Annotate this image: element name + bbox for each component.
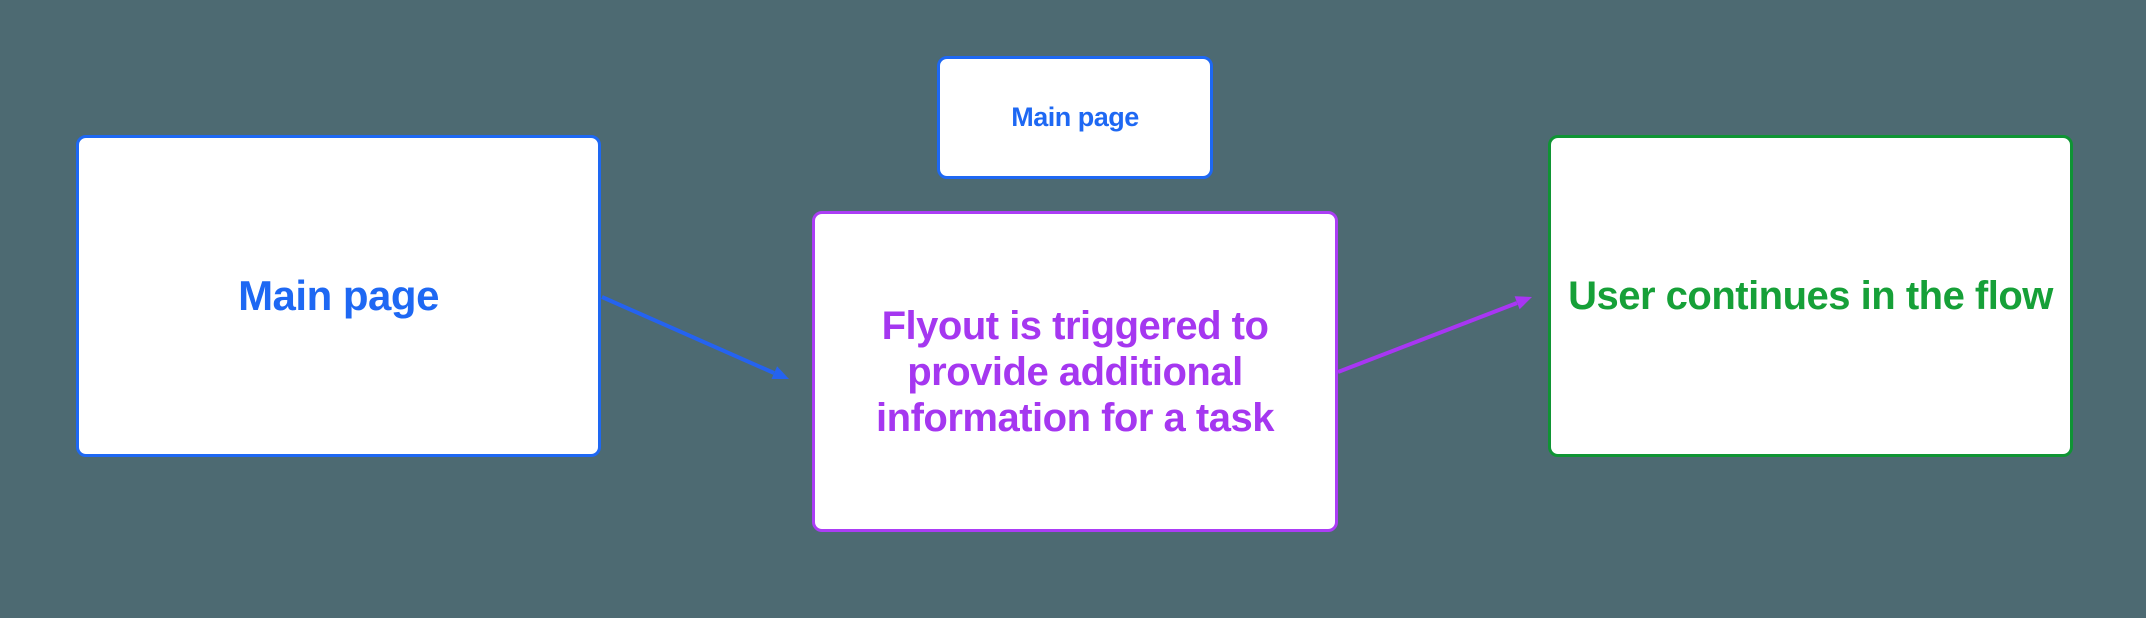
arrow-flyout-to-continue [1337, 296, 1532, 374]
node-main-page-label: Main page [238, 272, 439, 319]
node-flyout-triggered-label: Flyout is triggered to provide additiona… [876, 303, 1274, 440]
node-user-continues-label: User continues in the flow [1568, 273, 2053, 318]
node-main-page-mini: Main page [937, 56, 1213, 179]
node-main-page: Main page [76, 135, 601, 457]
node-user-continues: User continues in the flow [1548, 135, 2073, 457]
node-main-page-mini-label: Main page [1011, 102, 1139, 132]
arrow-main-to-flyout [601, 295, 789, 379]
node-flyout-triggered: Flyout is triggered to provide additiona… [812, 211, 1338, 532]
